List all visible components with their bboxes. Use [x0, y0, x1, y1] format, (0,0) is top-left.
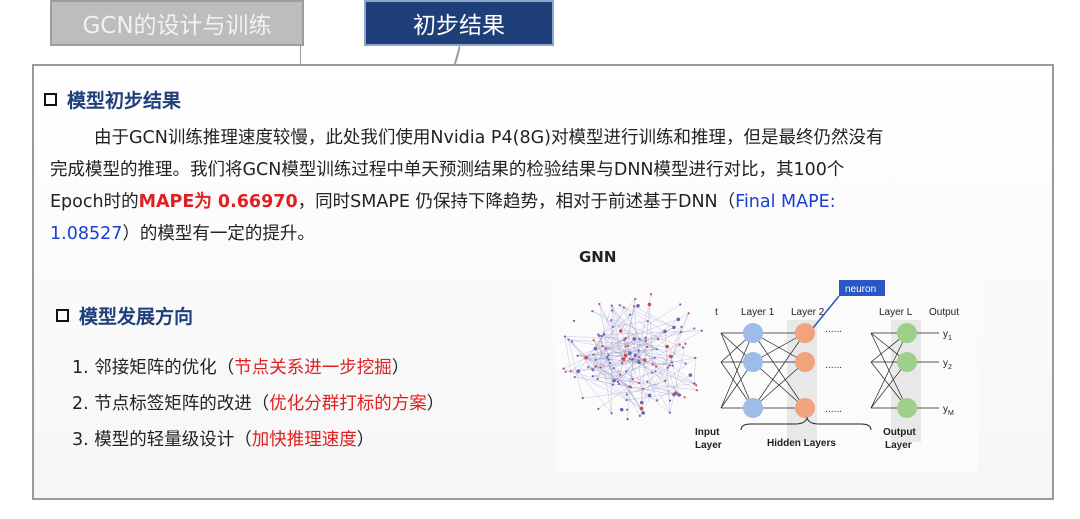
list-item: 1. 邻接矩阵的优化（节点关系进一步挖掘）: [72, 358, 410, 378]
tab-connector: [300, 46, 460, 66]
layer2-node: [795, 398, 815, 418]
para-line-4: 1.08527）的模型有一定的提升。: [50, 218, 1020, 250]
para-line-3-b: ，同时SMAPE 仍保持下降趋势，相对于前述基于DNN（: [297, 192, 736, 212]
output-label: yM: [943, 404, 954, 417]
layer-label-l: Layer L: [879, 307, 913, 318]
layer-label-2: Layer 2: [791, 307, 825, 318]
layer1-node: [743, 352, 763, 372]
section-results-title-text: 模型初步结果: [67, 90, 182, 112]
gnn-diagram: t Layer 1 Layer 2 Layer L Output neuron …: [562, 280, 959, 451]
layer1-node: [743, 398, 763, 418]
direction-list: 1. 邻接矩阵的优化（节点关系进一步挖掘） 2. 节点标签矩阵的改进（优化分群打…: [72, 350, 444, 458]
final-mape-label: Final MAPE:: [735, 192, 836, 212]
graph-network-image: [562, 293, 703, 421]
layer-label-1: Layer 1: [741, 307, 775, 318]
hidden-layers-label: Hidden Layers: [767, 438, 836, 449]
dots-2: ......: [825, 361, 842, 371]
layer2-node: [795, 352, 815, 372]
output-layer-label-2: Layer: [885, 440, 912, 451]
para-line-2: 完成模型的推理。我们将GCN模型训练过程中单天预测结果的检验结果与DNN模型进行…: [50, 160, 845, 180]
layer2-node: [795, 323, 815, 343]
input-layer-label-2: Layer: [695, 440, 722, 451]
figure-title: GNN: [579, 248, 617, 266]
final-mape-value: 1.08527: [50, 224, 123, 244]
layer-label-output: Output: [929, 307, 959, 318]
dots-3: ......: [825, 405, 842, 415]
neuron-label: neuron: [845, 284, 876, 295]
layer1-node: [743, 323, 763, 343]
tab-preliminary-results-label: 初步结果: [413, 13, 505, 39]
para-line-1: 由于GCN训练推理速度较慢，此处我们使用Nvidia P4(8G)对模型进行训练…: [94, 128, 884, 148]
para-line-3-a: Epoch时的: [50, 192, 139, 212]
layer-label-t: t: [715, 307, 718, 318]
checkbox-square-icon: [44, 93, 57, 106]
results-paragraph: 由于GCN训练推理速度较慢，此处我们使用Nvidia P4(8G)对模型进行训练…: [50, 122, 1020, 250]
output-label: y2: [943, 358, 952, 371]
mape-value: MAPE为 0.66970: [138, 192, 298, 212]
list-item: 2. 节点标签矩阵的改进（优化分群打标的方案）: [72, 394, 445, 414]
tab-gcn-design-label: GCN的设计与训练: [82, 13, 272, 39]
layerL-node: [897, 323, 917, 343]
dots-1: ......: [825, 325, 842, 335]
para-line-4-b: ）的模型有一定的提升。: [122, 224, 315, 244]
output-layer-label-1: Output: [883, 427, 916, 438]
list-item: 3. 模型的轻量级设计（加快推理速度）: [72, 430, 375, 450]
tab-gcn-design[interactable]: GCN的设计与训练: [50, 0, 304, 46]
section-results-title: 模型初步结果: [44, 86, 181, 113]
gnn-figure: GNN t Layer 1 Layer 2 Layer L Output neu…: [555, 240, 978, 472]
tab-preliminary-results[interactable]: 初步结果: [364, 0, 554, 46]
input-layer-label-1: Input: [695, 427, 720, 438]
section-direction-title: 模型发展方向: [56, 302, 193, 329]
layerL-node: [897, 352, 917, 372]
checkbox-square-icon: [56, 309, 69, 322]
section-direction-title-text: 模型发展方向: [79, 306, 194, 328]
output-label: y1: [943, 329, 952, 342]
layerL-node: [897, 398, 917, 418]
para-line-3: Epoch时的MAPE为 0.66970，同时SMAPE 仍保持下降趋势，相对于…: [50, 186, 1020, 218]
